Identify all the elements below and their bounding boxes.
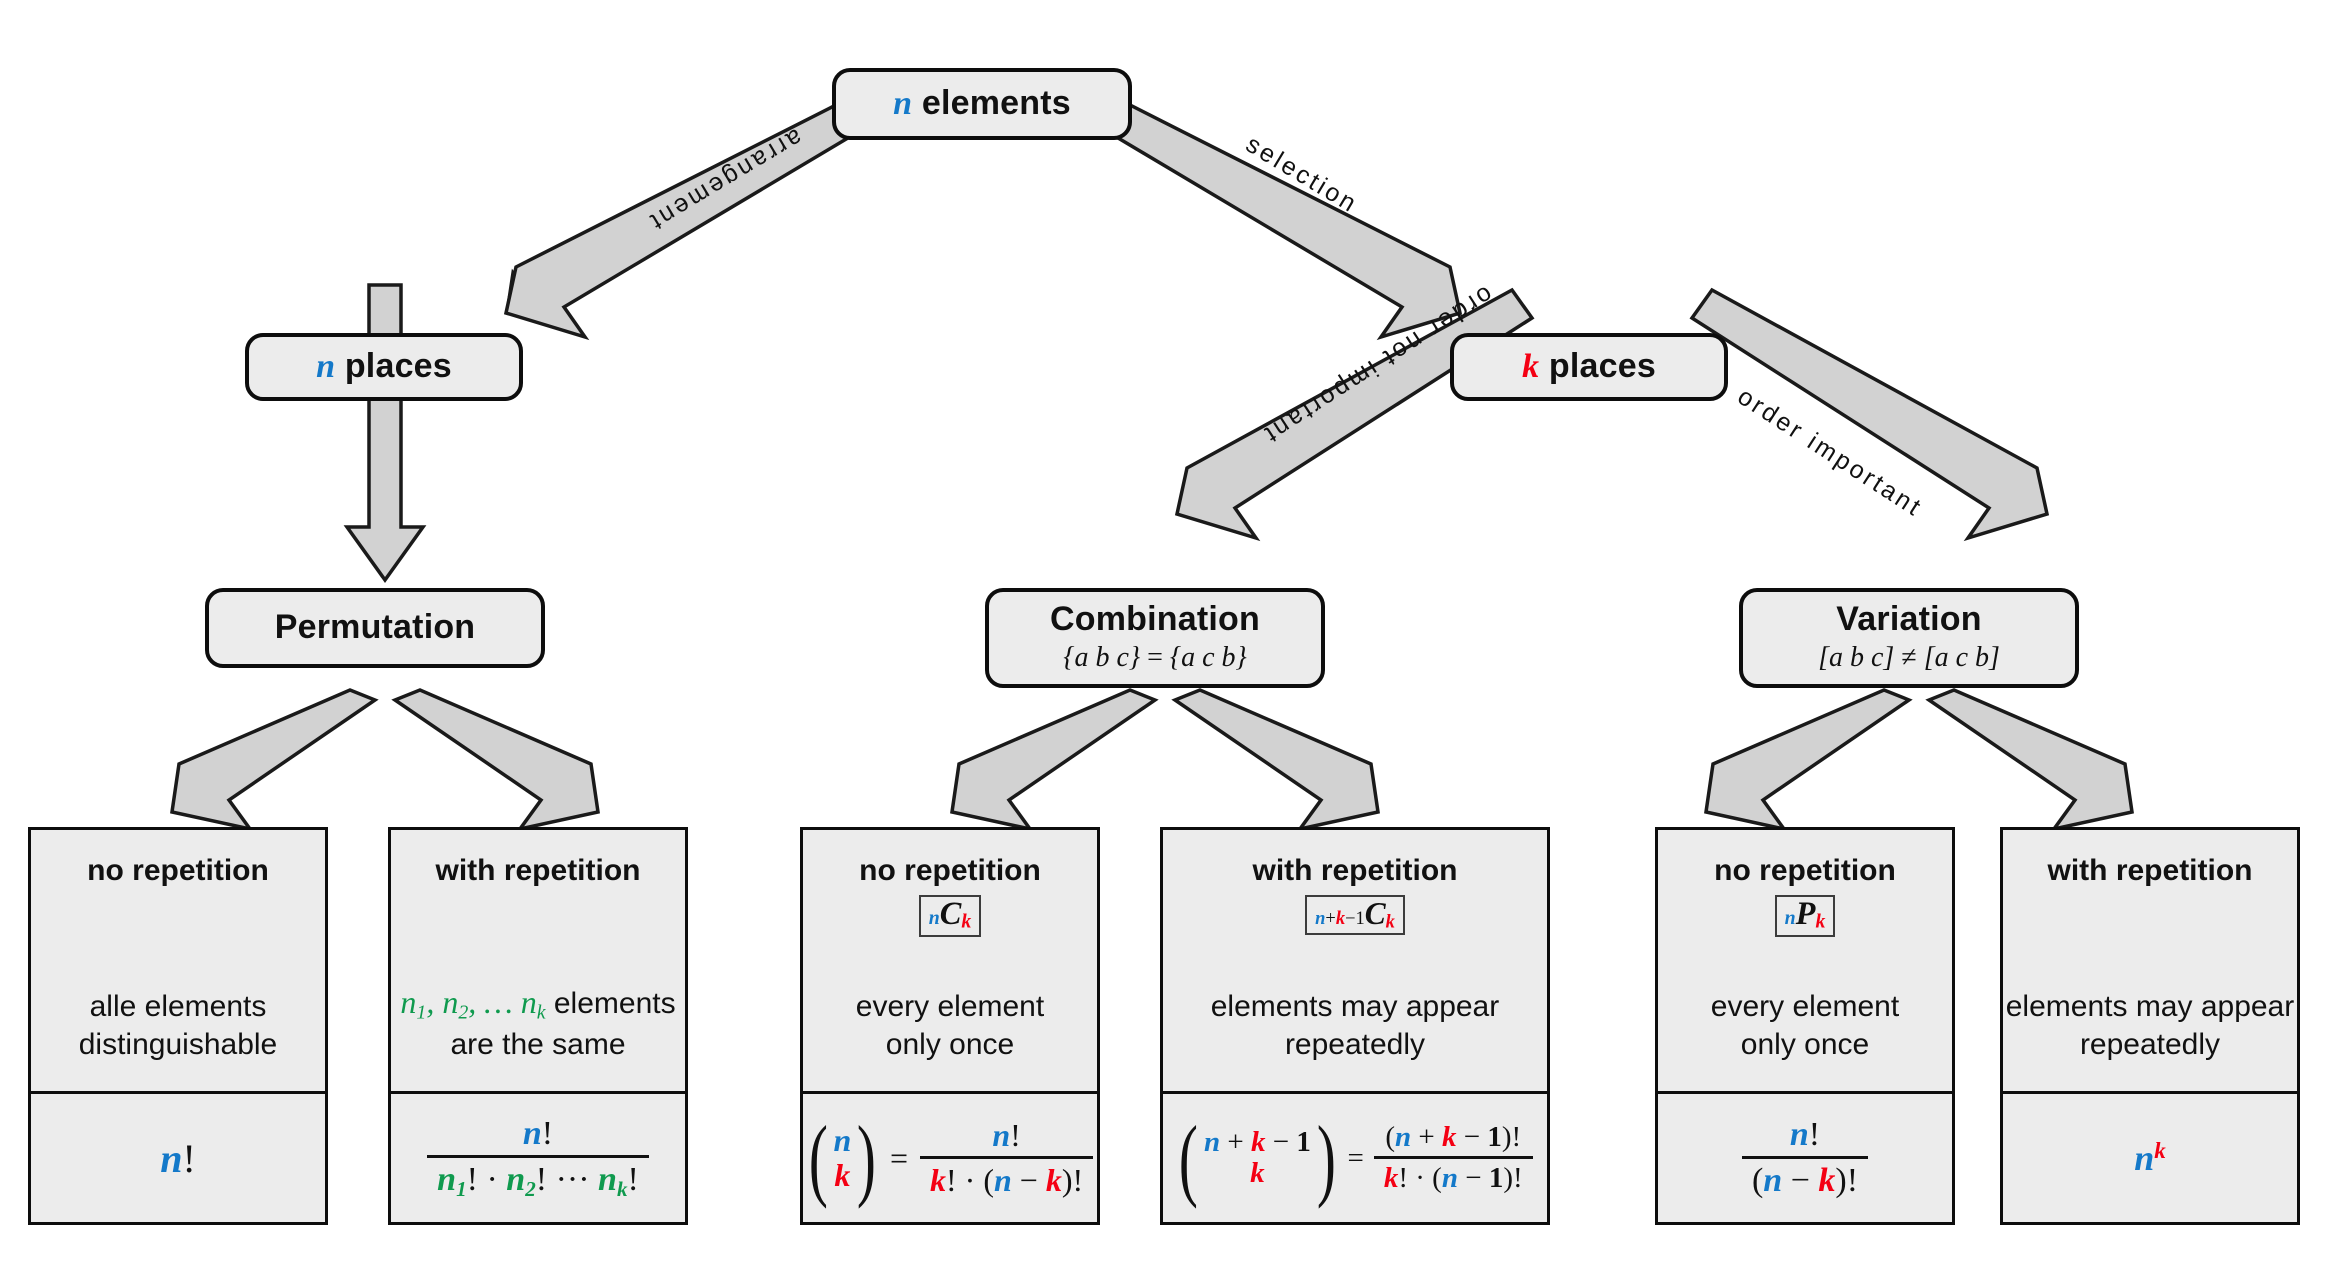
- leaf-description: elements may appear repeatedly: [1210, 990, 1500, 1061]
- arrow-permutation: [343, 283, 427, 584]
- leaf-perm-no-rep[interactable]: no repetition alle elements distinguisha…: [28, 827, 328, 1225]
- leaf-description: n1, n2, … nk elements are the same: [400, 984, 676, 1061]
- node-variation-note: [a b c] ≠ [a c b]: [1818, 641, 2000, 673]
- node-k-places-label: k places: [1522, 347, 1656, 386]
- leaf-symbol: nCk: [918, 894, 982, 937]
- node-k-places[interactable]: k places: [1450, 333, 1728, 401]
- leaf-header: no repetition: [1714, 854, 1896, 887]
- leaf-top: no repetition nCk every element only onc…: [803, 830, 1097, 1091]
- leaf-formula: n! (n − k)!: [1658, 1091, 1952, 1222]
- leaf-description: alle elements distinguishable: [78, 990, 278, 1061]
- node-combination-label: Combination: [1050, 600, 1260, 639]
- leaf-comb-with-rep[interactable]: with repetition n+k−1Ck elements may app…: [1160, 827, 1550, 1225]
- leaf-top: no repetition nPk every element only onc…: [1658, 830, 1952, 1091]
- edge-label-arrangement: arrangement: [643, 122, 808, 237]
- arrow-order-not-important: [1174, 287, 1535, 542]
- edge-label-order-important: order important: [1732, 382, 1928, 523]
- node-variation[interactable]: Variation [a b c] ≠ [a c b]: [1739, 588, 2079, 688]
- node-permutation-label: Permutation: [274, 608, 476, 647]
- arrow-perm-right: [391, 688, 600, 832]
- arrow-perm-left: [170, 688, 379, 832]
- arrow-selection-body: [1105, 101, 1463, 341]
- node-n-places-label: n places: [316, 347, 452, 386]
- leaf-header: with repetition: [435, 854, 641, 887]
- arrow-var-left: [1704, 688, 1913, 832]
- leaf-header: no repetition: [859, 854, 1041, 887]
- root-text: elements: [921, 84, 1071, 123]
- node-n-elements[interactable]: n elements: [832, 68, 1132, 140]
- leaf-header: with repetition: [2047, 854, 2253, 887]
- leaf-comb-no-rep[interactable]: no repetition nCk every element only onc…: [800, 827, 1100, 1225]
- arrow-comb-left: [950, 688, 1159, 832]
- node-combination[interactable]: Combination {a b c} = {a c b}: [985, 588, 1325, 688]
- n-places-var: n: [316, 348, 336, 386]
- leaf-header: no repetition: [87, 854, 269, 887]
- node-variation-label: Variation: [1836, 600, 1982, 639]
- arrow-comb-right: [1171, 688, 1380, 832]
- leaf-symbol: n+k−1Ck: [1305, 894, 1405, 936]
- leaf-header: with repetition: [1252, 854, 1458, 887]
- node-n-places[interactable]: n places: [245, 333, 523, 401]
- leaf-top: with repetition elements may appear repe…: [2003, 830, 2297, 1091]
- arrow-var-right: [1925, 688, 2134, 832]
- root-var: n: [893, 85, 913, 123]
- leaf-var-with-rep[interactable]: with repetition elements may appear repe…: [2000, 827, 2300, 1225]
- leaf-top: with repetition n1, n2, … nk elements ar…: [391, 830, 685, 1091]
- leaf-formula: n!: [31, 1091, 325, 1222]
- leaf-description: elements may appear repeatedly: [2005, 990, 2295, 1061]
- k-places-text: places: [1548, 347, 1656, 386]
- leaf-formula: n! n1! · n2! ··· nk!: [391, 1091, 685, 1222]
- node-n-elements-label: n elements: [893, 84, 1071, 123]
- leaf-symbol: nPk: [1774, 894, 1836, 937]
- leaf-top: no repetition alle elements distinguisha…: [31, 830, 325, 1091]
- leaf-top: with repetition n+k−1Ck elements may app…: [1163, 830, 1547, 1091]
- leaf-formula: ( n + k − 1 k ) = (n + k − 1)! k! · (n −…: [1163, 1091, 1547, 1222]
- k-places-var: k: [1522, 348, 1540, 386]
- n-places-text: places: [344, 347, 452, 386]
- leaf-description: every element only once: [1710, 990, 1900, 1061]
- edge-label-selection: selection: [1241, 130, 1364, 219]
- leaf-description: every element only once: [855, 990, 1045, 1061]
- node-combination-note: {a b c} = {a c b}: [1063, 641, 1247, 673]
- leaf-perm-with-rep[interactable]: with repetition n1, n2, … nk elements ar…: [388, 827, 688, 1225]
- leaf-var-no-rep[interactable]: no repetition nPk every element only onc…: [1655, 827, 1955, 1225]
- node-permutation[interactable]: Permutation: [205, 588, 545, 668]
